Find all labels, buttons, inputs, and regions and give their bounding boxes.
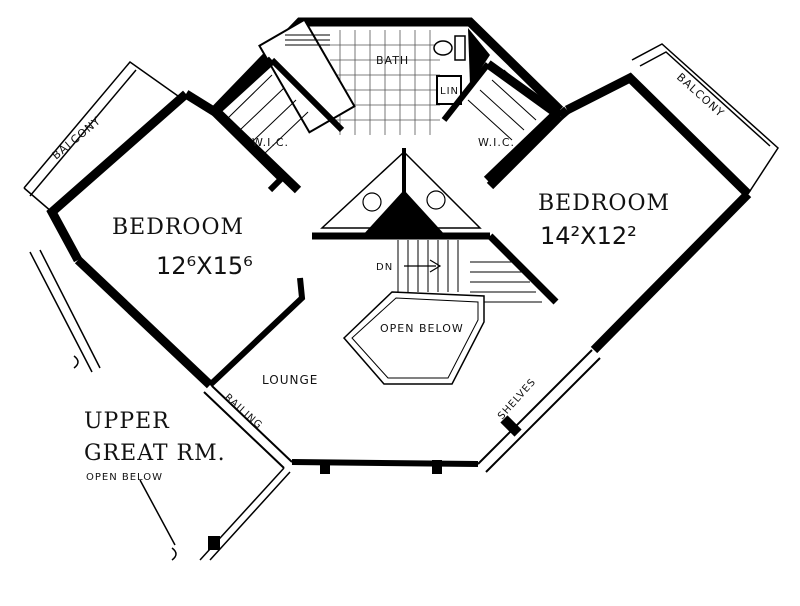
railing-label: RAILING xyxy=(222,392,264,432)
balcony-left-label: BALCONY xyxy=(50,114,104,162)
bedroom-right-walls xyxy=(557,72,752,354)
stair-down-label: DN xyxy=(376,262,393,273)
great-room-open-below-label: OPEN BELOW xyxy=(86,472,163,483)
bedroom-left-dimensions: 12⁶X15⁶ xyxy=(156,252,253,280)
bedroom-left-title: BEDROOM xyxy=(112,215,244,240)
open-below-void xyxy=(342,291,485,385)
wic-left-walls xyxy=(211,56,345,182)
wic-right-label: W.I.C. xyxy=(478,136,515,149)
bath-label: BATH xyxy=(376,54,409,67)
great-room-title-line1: UPPER xyxy=(84,409,170,434)
wic-left-rods xyxy=(227,74,309,155)
wic-right-rods xyxy=(467,69,549,141)
bedroom-right-title: BEDROOM xyxy=(538,191,670,216)
chase-solid xyxy=(468,28,490,85)
bedroom-right-dimensions: 14²X12² xyxy=(540,222,637,250)
fixture-right xyxy=(426,190,446,210)
balcony-right xyxy=(631,43,779,195)
core-solid xyxy=(362,190,446,236)
great-room-outline xyxy=(29,249,291,561)
wic-right-walls xyxy=(441,60,564,190)
lin-label: LIN xyxy=(440,86,459,97)
lounge-label: LOUNGE xyxy=(262,373,318,387)
open-below-center-label: OPEN BELOW xyxy=(380,322,464,335)
toilet-tank-icon xyxy=(454,35,466,61)
fixture-left xyxy=(362,192,382,212)
great-room-title-line2: GREAT RM. xyxy=(84,441,226,466)
shelves-label: SHELVES xyxy=(496,377,538,422)
wic-left-label: W.I.C. xyxy=(252,136,289,149)
bath-tile-floor xyxy=(330,30,440,135)
great-room-post xyxy=(208,536,220,550)
stair-direction-arrow-icon xyxy=(404,259,442,273)
balcony-left xyxy=(23,60,179,213)
toilet-icon xyxy=(433,40,453,56)
bath-tub-hatch xyxy=(285,34,330,46)
lower-walls xyxy=(203,349,601,474)
